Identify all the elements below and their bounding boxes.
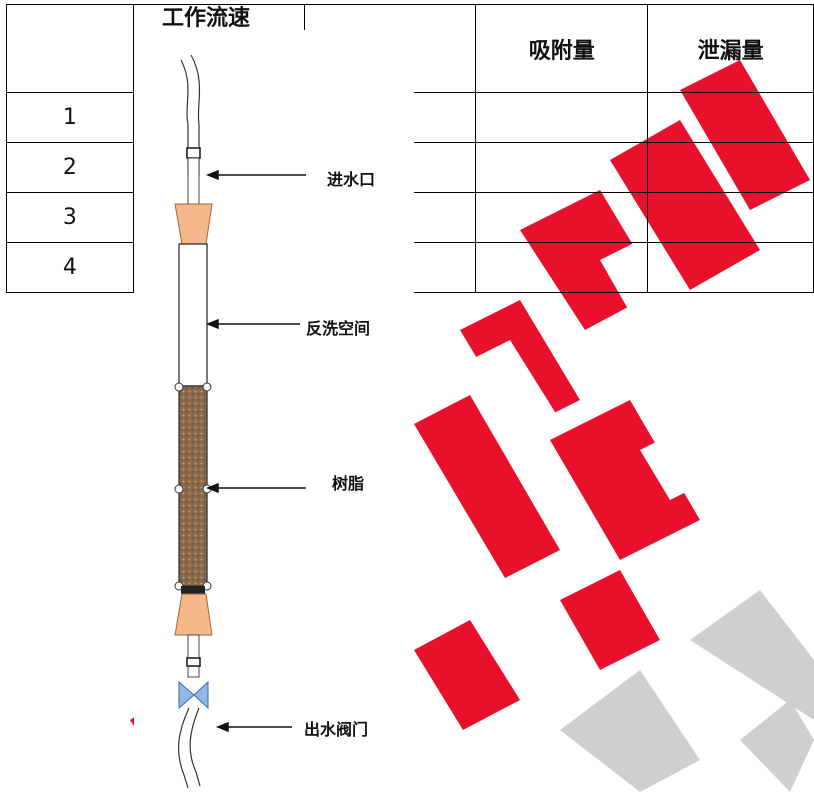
table-cell [475,142,649,193]
resin-bed [178,385,208,587]
row-index: 3 [6,192,134,243]
table-cell [475,92,649,143]
column-diagram: 进水口 反洗空间 树脂 出水阀门 [134,30,414,792]
row-index: 1 [6,92,134,143]
column-diagram-drawing [174,54,306,789]
table-cell [475,242,649,293]
outlet-valve [178,680,209,710]
outlet-tube [178,707,201,789]
backwash-space-label: 反洗空间 [306,319,371,338]
table-cell [647,142,814,193]
inlet-label: 进水口 [327,170,376,189]
row-index: 4 [6,242,134,293]
resin-label: 树脂 [332,474,365,493]
top-stopper [174,203,213,245]
outlet-fitting [187,634,200,678]
header-cell-index [6,4,134,93]
bottom-mesh [181,586,205,594]
outlet-valve-label: 出水阀门 [304,720,369,739]
header-cell-leakage: 泄漏量 [647,4,814,93]
inlet-fitting [186,147,201,205]
table-cell [647,192,814,243]
label-arrows [205,169,306,733]
backwash-tube [178,243,208,387]
bottom-stopper [174,593,213,636]
flow-rate-header-text: 工作流速 [162,6,251,30]
table-cell [647,92,814,143]
table-cell [647,242,814,293]
header-cell-adsorption: 吸附量 [475,4,649,93]
table-cell [475,192,649,243]
row-index: 2 [6,142,134,193]
inlet-tube [180,54,201,175]
